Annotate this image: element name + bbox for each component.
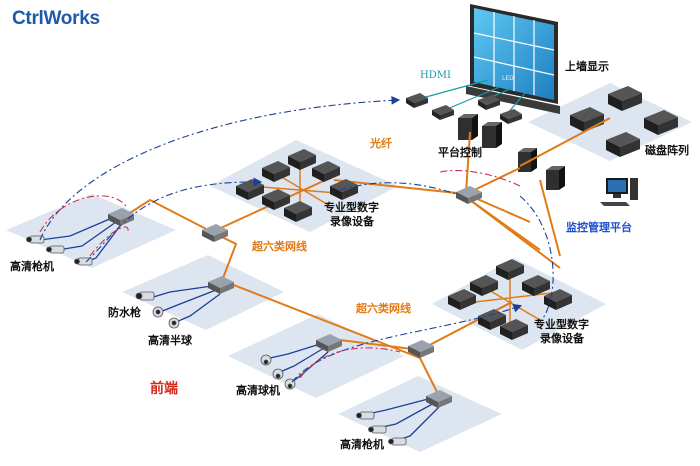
nvr-unit-icon (522, 275, 550, 296)
bullet-camera-icon (356, 411, 375, 420)
cameras (26, 235, 407, 446)
camera-links (39, 217, 441, 441)
speed-dome-camera-icon (272, 368, 284, 380)
nvr-bottom-devices (448, 259, 572, 340)
platform-control-server-icon (458, 114, 565, 190)
label-hd-speed-dome: 高清球机 (236, 384, 280, 397)
panel-front-mid (122, 255, 284, 330)
label-nvr-bottom-line1: 专业型数字 (534, 318, 589, 331)
label-video-wall: 上墙显示 (565, 60, 609, 73)
disk-array-unit-icon (606, 132, 640, 157)
monitor-platform-pc-icon (600, 178, 638, 206)
switch-icon (202, 224, 228, 242)
waterproof-camera-icon (135, 291, 155, 301)
video-wall-icon (466, 4, 560, 114)
nvr-unit-icon (330, 179, 358, 200)
nvr-unit-icon (288, 149, 316, 170)
label-disk-array: 磁盘阵列 (645, 144, 689, 157)
data-flow-arrows (39, 95, 554, 383)
nvr-unit-icon (312, 161, 340, 182)
disk-array-devices (570, 86, 678, 157)
nvr-unit-icon (496, 259, 524, 280)
nvr-unit-icon (470, 275, 498, 296)
label-platform-control: 平台控制 (438, 146, 482, 159)
label-nvr-top-line2: 录像设备 (330, 215, 374, 228)
fiber-backbone (121, 117, 611, 399)
switch-icon (208, 276, 234, 294)
label-fiber: 光纤 (370, 137, 392, 150)
label-nvr-bottom-line2: 录像设备 (540, 332, 584, 345)
label-waterproof-bullet: 防水枪 (108, 306, 141, 319)
nvr-unit-icon (262, 161, 290, 182)
panel-nvr-top (210, 140, 398, 232)
nvr-unit-icon (448, 289, 476, 310)
disk-array-unit-icon (608, 86, 642, 111)
switch-icon (426, 390, 452, 408)
label-hdmi: HDMI (420, 70, 451, 81)
switch-icon (316, 334, 342, 352)
panel-front-top (6, 194, 176, 268)
label-cat6-bottom: 超六类网线 (356, 302, 411, 315)
disk-array-unit-icon (644, 110, 678, 135)
label-hd-bullet-top: 高清枪机 (10, 260, 54, 273)
label-monitor-platform: 监控管理平台 (566, 221, 632, 234)
bullet-camera-icon (46, 245, 65, 254)
hdmi-cables (414, 79, 527, 116)
bullet-camera-icon (388, 437, 407, 446)
switch-icon (408, 340, 434, 358)
disk-array-unit-icon (570, 107, 604, 132)
label-cat6-top: 超六类网线 (252, 240, 307, 253)
panel-disk-array (528, 83, 692, 161)
switch-icon (456, 186, 482, 204)
nvr-unit-icon (500, 319, 528, 340)
label-front-end: 前端 (150, 381, 178, 397)
brand-logo: CtrlWorks (12, 8, 100, 29)
label-led: LED (502, 75, 514, 82)
bullet-camera-icon (368, 425, 387, 434)
dome-camera-icon (168, 317, 180, 329)
label-hd-bullet-bottom: 高清枪机 (340, 438, 384, 451)
nvr-unit-icon (262, 189, 290, 210)
speed-dome-camera-icon (260, 354, 272, 366)
label-nvr-top-line1: 专业型数字 (324, 201, 379, 214)
decoder-icon (406, 93, 522, 124)
nvr-unit-icon (284, 201, 312, 222)
dome-camera-icon (152, 306, 164, 318)
label-hd-dome-half: 高清半球 (148, 334, 192, 347)
